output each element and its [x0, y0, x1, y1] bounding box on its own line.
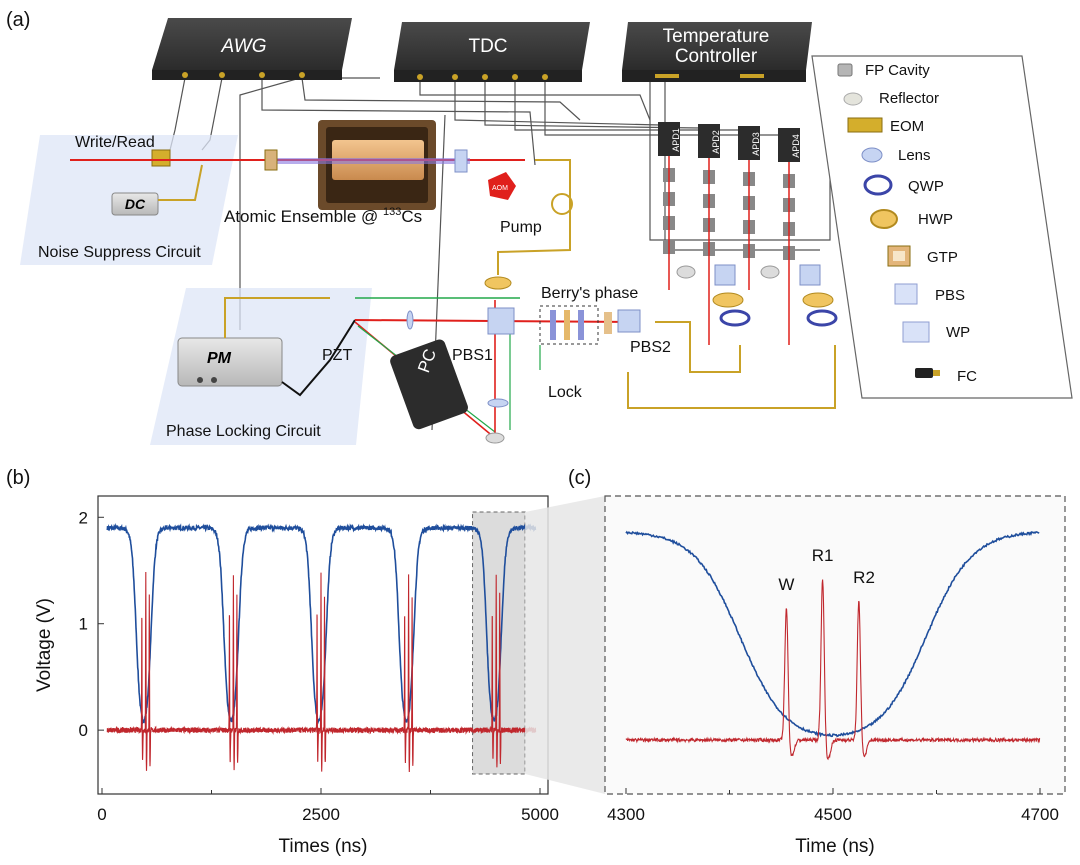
chart-b-ylabel: Voltage (V) — [34, 598, 55, 692]
chart-b-xtick-label: 0 — [97, 805, 106, 824]
eom-component — [151, 149, 171, 167]
chart-b-xlabel: Times (ns) — [278, 836, 367, 857]
chart-c-xtick-label: 4700 — [1021, 805, 1059, 824]
tdc-box: TDC — [394, 22, 590, 82]
hwp-component — [264, 149, 278, 171]
apd-chain-2: APD2 — [698, 124, 721, 345]
chart-c-xtick-label: 4500 — [814, 805, 852, 824]
qwp-icon — [863, 174, 893, 196]
write-read-label: Write/Read — [75, 134, 155, 151]
legend-label-hwp: HWP — [918, 211, 953, 228]
chart-b-xtick-label: 5000 — [521, 805, 559, 824]
lock-label: Lock — [548, 384, 583, 401]
panel-label-b: (b) — [6, 467, 30, 489]
phase-circuit-label: Phase Locking Circuit — [166, 423, 321, 440]
apd4-label: APD4 — [791, 134, 801, 158]
chart-c-annotation: R2 — [853, 568, 875, 587]
panel-label-a: (a) — [6, 9, 30, 31]
atomic-ensemble-label: Atomic Ensemble @ 133Cs — [224, 206, 422, 226]
pbs1-label: PBS1 — [452, 347, 493, 364]
legend-label-lens: Lens — [898, 147, 931, 164]
pbs1-component — [487, 307, 515, 335]
chart-c-xtick-label: 4300 — [607, 805, 645, 824]
dc-label: DC — [125, 196, 146, 212]
lens-lower-component — [487, 398, 509, 408]
lens-component — [406, 310, 414, 330]
apd-chain-3: APD3 — [738, 126, 761, 290]
component-legend: FP Cavity Reflector EOM Lens QWP HWP GTP… — [811, 55, 1073, 399]
pbs-component — [454, 149, 468, 173]
noise-circuit-label: Noise Suppress Circuit — [38, 244, 201, 261]
apd2-label: APD2 — [711, 130, 721, 154]
fp-cavity-icon — [837, 63, 853, 77]
legend-label-eom: EOM — [890, 118, 924, 135]
pump-label: Pump — [500, 219, 542, 236]
chart-c-series-blue — [625, 530, 1040, 738]
pc-component: PC — [390, 339, 468, 430]
berry-phase-label: Berry's phase — [541, 285, 638, 302]
chart-b-zoom-region — [472, 511, 526, 775]
apd1-label: APD1 — [671, 128, 681, 152]
hwp-pbs1-component — [484, 276, 512, 290]
hwp-icon — [870, 209, 898, 229]
dc-box: DC — [111, 192, 159, 216]
tdc-label: TDC — [468, 36, 507, 57]
legend-label-qwp: QWP — [908, 178, 944, 195]
chart-b-ticks: 0 2500 5000 0 1 2 — [79, 508, 559, 824]
chart-b-ytick-label: 2 — [79, 508, 88, 527]
pzt-label: PZT — [322, 347, 352, 364]
awg-label: AWG — [220, 36, 266, 57]
apd3-label: APD3 — [751, 132, 761, 156]
setup-diagram: AWG TDC Temperature Controller Noise Sup… — [20, 18, 1073, 445]
pbs-icon — [894, 283, 918, 305]
aom-component: AOM — [488, 172, 516, 200]
temperature-controller-box: Temperature Controller — [622, 22, 812, 82]
pm-label: PM — [207, 350, 232, 367]
legend-label-gtp: GTP — [927, 249, 958, 266]
chart-b-xtick-label: 2500 — [302, 805, 340, 824]
chart-b: 0 2500 5000 0 1 2 Times (ns) Voltage (V) — [34, 495, 559, 857]
chart-b-ytick-label: 0 — [79, 721, 88, 740]
apd-chain-4: APD4 — [778, 128, 801, 345]
legend-label-wp: WP — [946, 324, 970, 341]
legend-label-fc: FC — [957, 368, 977, 385]
fc-icon — [915, 368, 940, 378]
apd-array: APD1 APD2 APD3 APD4 — [658, 122, 838, 345]
chart-c-annotation: R1 — [812, 546, 834, 565]
pm-box: PM — [177, 337, 283, 387]
atomic-ensemble — [318, 120, 436, 210]
pbs2-component — [617, 309, 641, 333]
zoom-connector — [525, 496, 605, 794]
awg-box: AWG — [152, 18, 352, 80]
reflector-component — [485, 432, 505, 444]
temp-label-line2: Controller — [675, 46, 758, 67]
berry-waveplates — [550, 310, 584, 340]
gtp-icon — [887, 245, 911, 267]
chart-c-annotation: W — [778, 575, 794, 594]
legend-label-pbs: PBS — [935, 287, 965, 304]
eom-icon — [847, 117, 883, 133]
legend-label-reflector: Reflector — [879, 90, 939, 107]
chart-c-series-red — [625, 579, 1041, 761]
apd-chain-1: APD1 — [658, 122, 681, 290]
chart-b-ytick-label: 1 — [79, 615, 88, 634]
reflector-icon — [843, 92, 863, 106]
legend-label-fp-cavity: FP Cavity — [865, 62, 930, 79]
pbs2-label: PBS2 — [630, 339, 671, 356]
wp-icon — [902, 321, 930, 343]
chart-c-xlabel: Time (ns) — [795, 836, 875, 857]
chart-c-ticks: 4300 4500 4700 — [607, 788, 1059, 824]
panel-label-c: (c) — [568, 467, 591, 489]
chart-b-series-red — [106, 571, 537, 773]
svg-text:AOM: AOM — [492, 185, 508, 192]
temp-label-line1: Temperature — [663, 26, 770, 47]
lens-icon — [861, 147, 883, 163]
